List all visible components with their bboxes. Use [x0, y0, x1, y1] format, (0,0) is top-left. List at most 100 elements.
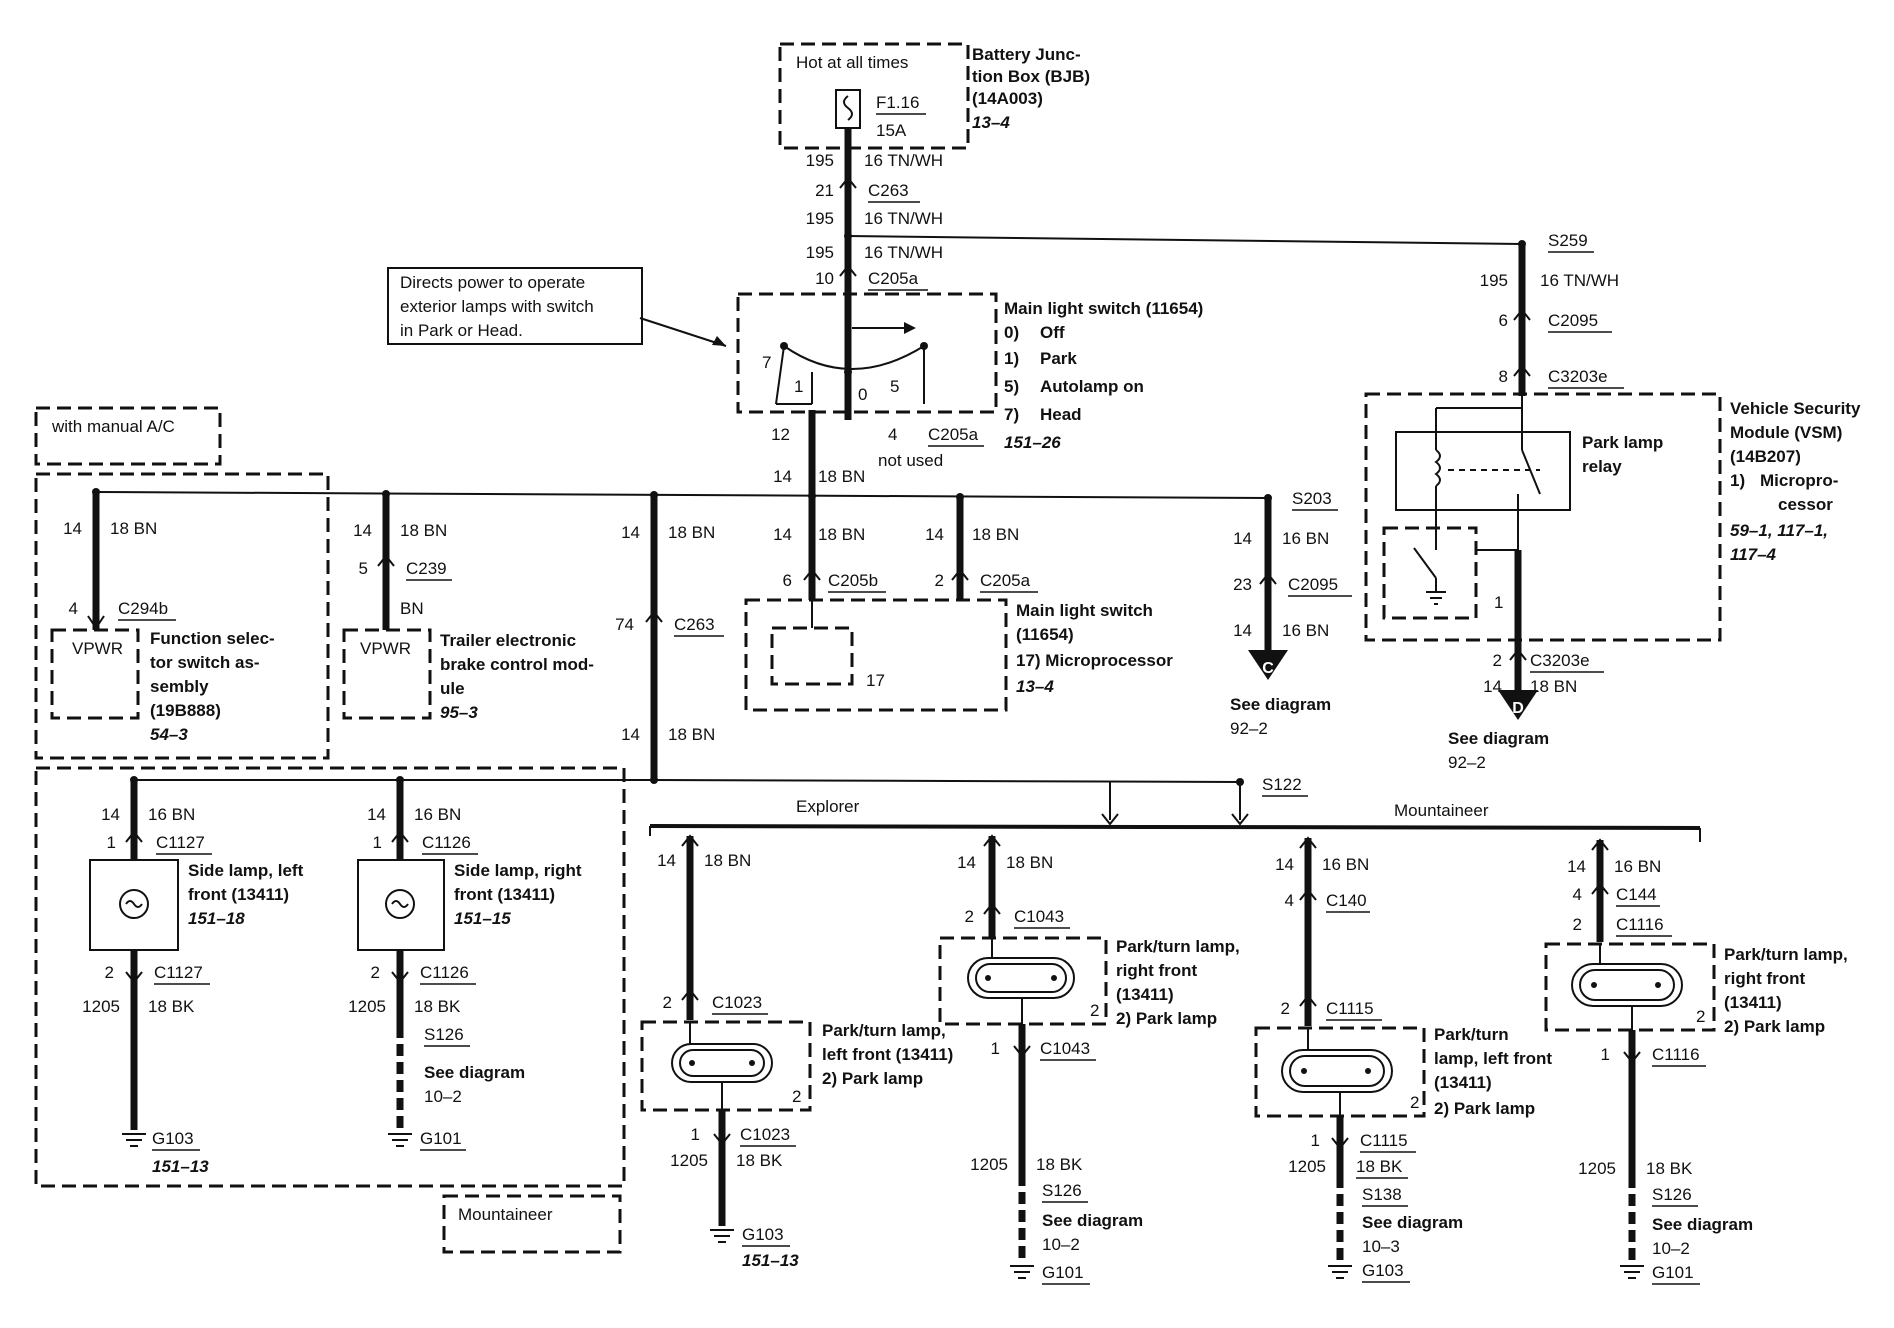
note-line-1: Directs power to operate — [400, 273, 585, 292]
vsm-out-wire: 18 BN — [1530, 677, 1577, 696]
l4-pin-r: 2 — [1696, 1007, 1705, 1026]
l3-name-1: Park/turn — [1434, 1025, 1509, 1044]
s122-junction: S122 Explorer Mountaineer — [649, 775, 1701, 842]
side-lamp-group-box — [34, 766, 626, 1188]
sr-name-2: front (13411) — [454, 885, 555, 904]
s203-label: S203 — [1292, 489, 1332, 508]
tebc-wire: 18 BN — [400, 521, 447, 540]
bus-18bn — [95, 491, 1269, 499]
tebc-name-1: Trailer electronic — [440, 631, 576, 650]
l3-pin2: 1 — [1311, 1131, 1320, 1150]
l1-name-2: left front (13411) — [822, 1045, 953, 1064]
ls2-name-1: Main light switch — [1016, 601, 1153, 620]
vsm-see-ref: 92–2 — [1448, 753, 1486, 772]
hot-label: Hot at all times — [796, 53, 908, 72]
l4-gnd-num: 1205 — [1578, 1159, 1616, 1178]
main-light-switch-microprocessor: 14 18 BN 14 18 BN 6 C205b 2 C205a 17 Mai… — [744, 496, 1173, 712]
bus-num: 14 — [773, 467, 792, 486]
c263-conn: C263 — [674, 615, 715, 634]
l2-ground: G101 — [1042, 1263, 1084, 1282]
fss-wire: 18 BN — [110, 519, 157, 538]
sr-ground: G101 — [420, 1129, 462, 1148]
l3-see: See diagram — [1362, 1213, 1463, 1232]
sl-name-2: front (13411) — [188, 885, 289, 904]
sr-pin1: 1 — [373, 833, 382, 852]
ls2-w1: 18 BN — [818, 525, 865, 544]
fuse-id: F1.16 — [876, 93, 919, 112]
s203-w1: 16 BN — [1282, 529, 1329, 548]
ground-icon — [710, 1229, 734, 1243]
arrow-d-icon — [1498, 690, 1538, 720]
s203-w1-num: 14 — [1233, 529, 1252, 548]
switch-out-left: 12 — [771, 425, 790, 444]
arrow-d-letter: D — [1512, 700, 1524, 717]
vsm-see-diagram: See diagram — [1448, 729, 1549, 748]
tebc-name-3: ule — [440, 679, 465, 698]
switch-pos-7: 7 — [762, 353, 771, 372]
c263-w1-num: 14 — [621, 523, 640, 542]
l4-name-2: right front — [1724, 969, 1806, 988]
l4-w-num: 14 — [1567, 857, 1586, 876]
bjb-ref: 13–4 — [972, 113, 1010, 132]
sl-conn2: C1127 — [154, 963, 203, 982]
vsm-item-1: Micropro- — [1760, 471, 1838, 490]
main-light-switch: 7 1 0 5 Main light switch (11654) 0) Off… — [736, 292, 1203, 496]
tebc-bn: BN — [400, 599, 424, 618]
sl-gref: 151–13 — [152, 1157, 209, 1176]
switch-out-right-num: 4 — [888, 425, 897, 444]
switch-pos-5: 5 — [890, 377, 899, 396]
park-turn-lamp-right-front-mountaineer: 14 16 BN 4 C144 2 C1116 2 Park/turn lamp… — [1544, 838, 1848, 1285]
ls2-w2: 18 BN — [972, 525, 1019, 544]
s259-w2-label: C2095 — [1548, 311, 1598, 330]
bjb-name-3: (14A003) — [972, 89, 1043, 108]
l4-mid-num: 4 — [1573, 885, 1582, 904]
l1-conn1: C1023 — [712, 993, 762, 1012]
ground-icon — [388, 1133, 412, 1147]
ls2-conn-a: C205b — [828, 571, 878, 590]
sr-conn1: C1126 — [422, 833, 471, 852]
park-lamp-relay — [1395, 431, 1571, 511]
l2-conn1: C1043 — [1014, 907, 1064, 926]
l2-splice: S126 — [1042, 1181, 1082, 1200]
l4-name-1: Park/turn lamp, — [1724, 945, 1848, 964]
fss-vpwr: VPWR — [72, 639, 123, 658]
sr-w: 16 BN — [414, 805, 461, 824]
c263-feed: 14 18 BN 74 C263 14 18 BN — [615, 495, 724, 784]
s203-conn: C2095 — [1288, 575, 1338, 594]
s203-see-diagram: See diagram — [1230, 695, 1331, 714]
s259-w1-num: 195 — [1480, 271, 1508, 290]
s203-see-ref: 92–2 — [1230, 719, 1268, 738]
l1-pin1: 2 — [663, 993, 672, 1012]
s259-w3-label: C3203e — [1548, 367, 1608, 386]
ground-icon — [1328, 1265, 1352, 1279]
fss-name-2: tor switch as- — [150, 653, 260, 672]
vsm-pin: 1 — [1494, 593, 1503, 612]
sr-see-ref: 10–2 — [424, 1087, 462, 1106]
l2-name-2: right front — [1116, 961, 1198, 980]
switch-ref: 151–26 — [1004, 433, 1061, 452]
vsm-branch: S259 195 16 TN/WH 6 C2095 8 C3203e Park … — [1364, 231, 1861, 772]
l1-gref: 151–13 — [742, 1251, 799, 1270]
top-wire-3-num: 195 — [806, 209, 834, 228]
sr-name-1: Side lamp, right — [454, 861, 582, 880]
l3-splice: S138 — [1362, 1185, 1402, 1204]
bjb-name-2: tion Box (BJB) — [972, 67, 1090, 86]
note-line-2: exterior lamps with switch — [400, 297, 594, 316]
fss-name-4: (19B888) — [150, 701, 221, 720]
l1-name-3: 2) Park lamp — [822, 1069, 923, 1088]
l1-pin-r: 2 — [792, 1087, 801, 1106]
sl-gnd-wire: 18 BK — [148, 997, 195, 1016]
ls2-name-2: (11654) — [1016, 625, 1074, 644]
ground-icon — [1010, 1265, 1034, 1279]
top-wire-2-label: C263 — [868, 181, 909, 200]
l3-mid-conn: C140 — [1326, 891, 1367, 910]
l4-see-ref: 10–2 — [1652, 1239, 1690, 1258]
l2-w: 18 BN — [1006, 853, 1053, 872]
l4-splice: S126 — [1652, 1185, 1692, 1204]
function-selector-switch: 14 18 BN 4 C294b VPWR Function selec- to… — [50, 492, 275, 744]
l4-see: See diagram — [1652, 1215, 1753, 1234]
tebc-pin: 5 — [359, 559, 368, 578]
fuse-amp: 15A — [876, 121, 907, 140]
ac-label-box — [34, 406, 222, 466]
top-wire-1-num: 195 — [806, 151, 834, 170]
